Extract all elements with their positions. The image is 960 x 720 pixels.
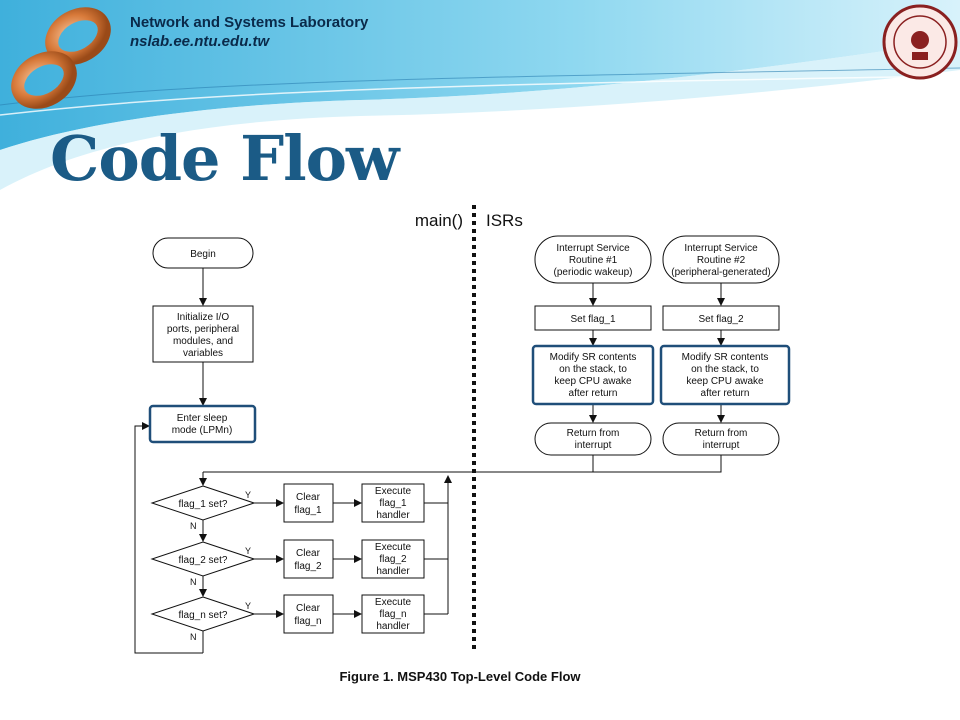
modify-line: Modify SR contents <box>682 352 769 363</box>
init-line: modules, and <box>173 336 233 347</box>
clear-line: flag_2 <box>294 561 322 572</box>
clear-line: Clear <box>296 603 321 614</box>
yes-label: Y <box>245 546 251 556</box>
return-line: Return from <box>695 428 748 439</box>
isr-title-line: (periodic wakeup) <box>554 267 633 278</box>
init-line: Initialize I/O <box>177 312 229 323</box>
modify-line: after return <box>701 388 750 399</box>
return-line: interrupt <box>575 440 612 451</box>
infinity-knot-logo-icon <box>11 7 111 109</box>
flag-question: flag_n set? <box>179 610 228 621</box>
handler-line: Execute <box>375 486 412 497</box>
sleep-line: mode (LPMn) <box>172 425 233 436</box>
modify-line: on the stack, to <box>559 364 627 375</box>
header-background <box>0 0 960 190</box>
sleep-node: Enter sleep mode (LPMn) <box>148 404 257 444</box>
handler-line: handler <box>376 510 410 521</box>
sleep-line: Enter sleep <box>177 413 228 424</box>
handler-line: Execute <box>375 597 412 608</box>
isr-title-line: Interrupt Service <box>556 243 630 254</box>
modify-line: Modify SR contents <box>550 352 637 363</box>
set-flag-label: Set flag_2 <box>698 314 743 325</box>
yes-label: Y <box>245 601 251 611</box>
flag-row-2: flag_2 set? Y N Clear flag_2 Execute fla… <box>150 539 425 587</box>
no-label: N <box>190 632 197 642</box>
isr-2-column: Interrupt Service Routine #2 (peripheral… <box>659 235 791 456</box>
isr-title-line: Routine #2 <box>697 255 746 266</box>
modify-line: on the stack, to <box>691 364 759 375</box>
begin-node: Begin <box>152 237 254 269</box>
main-label: main() <box>415 211 463 230</box>
flag-row-n: flag_n set? Y N Clear flag_n Execute fla… <box>150 594 425 642</box>
university-seal-icon <box>882 4 958 80</box>
handler-line: handler <box>376 566 410 577</box>
return-line: Return from <box>567 428 620 439</box>
handler-line: flag_1 <box>379 498 407 509</box>
isr-title-line: Interrupt Service <box>684 243 758 254</box>
set-flag-label: Set flag_1 <box>570 314 615 325</box>
clear-line: Clear <box>296 492 321 503</box>
clear-line: flag_n <box>294 616 321 627</box>
figure-caption: Figure 1. MSP430 Top-Level Code Flow <box>339 669 581 684</box>
handler-line: flag_2 <box>379 554 407 565</box>
slide-title: Code Flow <box>50 122 399 195</box>
init-line: ports, peripheral <box>167 324 239 335</box>
clear-line: Clear <box>296 548 321 559</box>
modify-line: keep CPU awake <box>686 376 764 387</box>
modify-line: after return <box>569 388 618 399</box>
isr-title-line: Routine #1 <box>569 255 618 266</box>
handler-line: Execute <box>375 542 412 553</box>
isr-label: ISRs <box>486 211 523 230</box>
flag-row-1: flag_1 set? Y N Clear flag_1 Execute fla… <box>150 483 425 531</box>
isr-title-line: (peripheral-generated) <box>671 267 771 278</box>
begin-label: Begin <box>190 249 216 260</box>
return-line: interrupt <box>703 440 740 451</box>
lab-name: Network and Systems Laboratory <box>130 14 369 31</box>
no-label: N <box>190 521 197 531</box>
handler-line: handler <box>376 621 410 632</box>
yes-label: Y <box>245 490 251 500</box>
clear-line: flag_1 <box>294 505 322 516</box>
lab-url: nslab.ee.ntu.edu.tw <box>130 33 270 50</box>
no-label: N <box>190 577 197 587</box>
init-line: variables <box>183 348 223 359</box>
init-node: Initialize I/O ports, peripheral modules… <box>152 305 254 363</box>
isr-1-column: Interrupt Service Routine #1 (periodic w… <box>531 235 655 456</box>
flag-question: flag_2 set? <box>179 555 228 566</box>
handler-line: flag_n <box>379 609 406 620</box>
flag-question: flag_1 set? <box>179 499 228 510</box>
modify-line: keep CPU awake <box>554 376 632 387</box>
